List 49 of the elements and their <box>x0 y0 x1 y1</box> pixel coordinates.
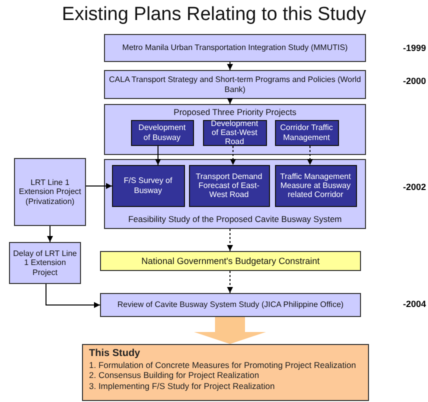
box-text: Delay of LRT Line 1 Extension Project <box>13 249 77 277</box>
arrow <box>155 146 161 166</box>
group-title: Feasibility Study of the Proposed Cavite Busway System <box>127 215 343 225</box>
box-text: Metro Manila Urban Transportation Integration Study (MMUTIS) <box>122 43 348 53</box>
box-text: F/S Survey of Busway <box>122 176 174 195</box>
arrow <box>227 98 233 104</box>
box-text: Corridor Traffic Management <box>279 123 334 142</box>
arrow <box>227 228 233 252</box>
box-text: Review of Cavite Busway System Study (JICA Philippine Office) <box>117 300 344 310</box>
box-text: 3. Implementing F/S Study for Project Realization <box>89 382 275 392</box>
arrow <box>227 270 233 294</box>
year-label: -1999 <box>402 43 426 53</box>
process-box <box>14 158 86 226</box>
box-text: National Government's Budgetary Constraint <box>141 256 320 266</box>
group-box <box>104 159 366 229</box>
process-box <box>274 120 338 146</box>
box-text: Transport Demand Forecast of East-West Road <box>194 172 264 200</box>
box-text: CALA Transport Strategy and Short-term Programs and Policies (World Bank) <box>108 75 362 94</box>
process-box <box>188 164 270 206</box>
box-text: Traffic Management Measure at Busway related Corridor <box>279 172 352 200</box>
arrow <box>227 62 233 70</box>
process-box <box>100 251 361 271</box>
year-label: -2000 <box>402 76 426 86</box>
group-box <box>104 104 366 155</box>
box-text: Development of East-West Road <box>210 118 260 146</box>
box-heading: This Study <box>89 348 140 360</box>
title: Existing Plans Relating to this Study <box>60 4 368 26</box>
block-arrow <box>194 317 266 344</box>
box-text: LRT Line 1 Extension Project (Privatization) <box>18 178 82 206</box>
year-label: -2002 <box>402 182 426 192</box>
arrow <box>307 146 313 166</box>
process-box <box>202 120 266 146</box>
arrow <box>86 183 112 189</box>
process-box <box>112 164 184 206</box>
process-box <box>9 242 81 284</box>
arrow <box>46 284 100 308</box>
box-text: 1. Formulation of Concrete Measures for Promoting Project Realization <box>89 360 356 370</box>
group-title: Proposed Three Priority Projects <box>172 108 298 118</box>
process-box <box>104 34 366 62</box>
process-box <box>130 120 194 146</box>
arrow <box>230 146 236 166</box>
arrow <box>47 226 53 242</box>
process-box <box>82 344 369 401</box>
box-text: 2. Consensus Building for Project Realization <box>89 371 260 382</box>
year-label: -2004 <box>402 299 426 309</box>
process-box <box>274 164 356 206</box>
box-text: Development of Busway <box>137 123 187 142</box>
process-box <box>104 70 366 99</box>
process-box <box>100 293 361 317</box>
